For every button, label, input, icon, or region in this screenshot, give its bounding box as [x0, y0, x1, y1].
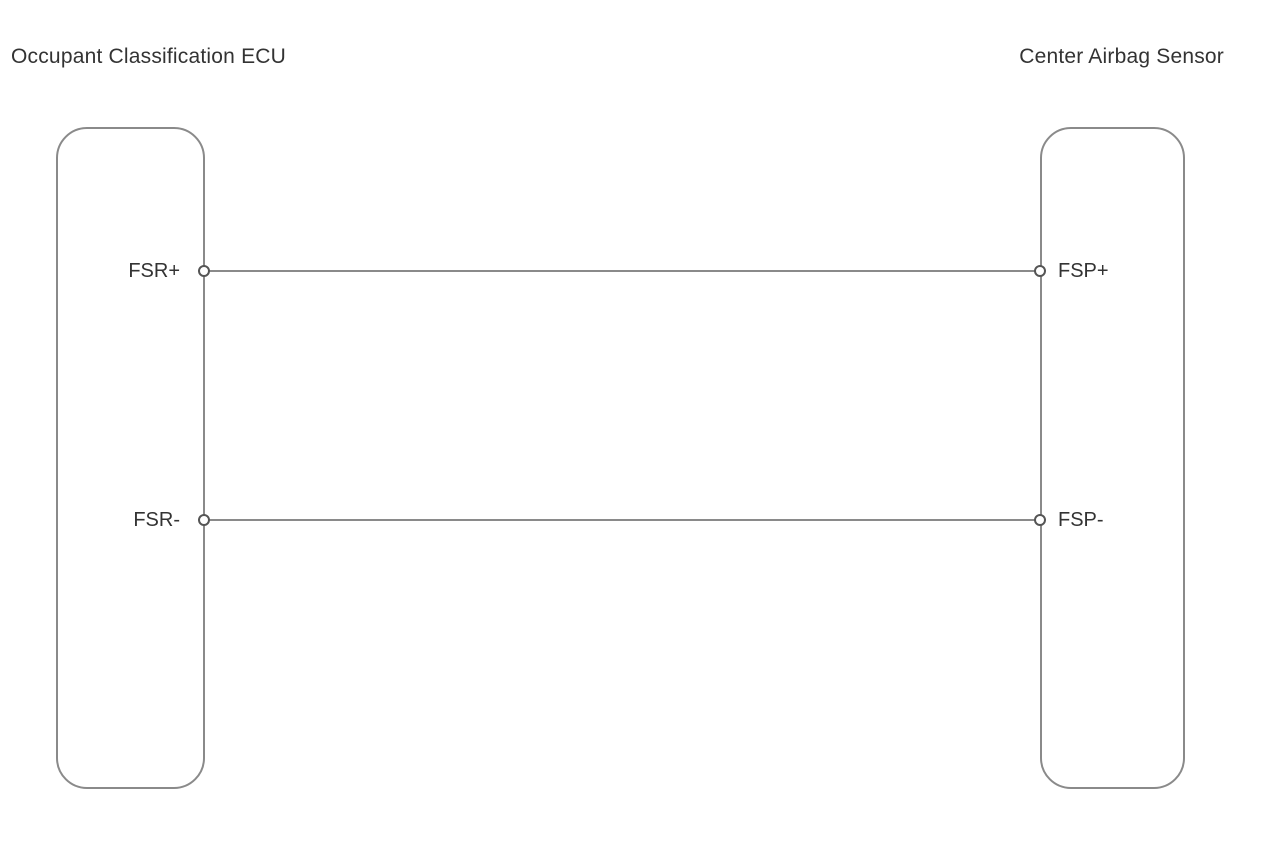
center-airbag-sensor-box — [1040, 127, 1185, 789]
terminal-fsp-plus — [1034, 265, 1046, 277]
occupant-classification-ecu-title: Occupant Classification ECU — [11, 45, 287, 68]
pin-label-fsr-minus: FSR- — [133, 509, 180, 531]
terminal-fsp-minus — [1034, 514, 1046, 526]
pin-label-fsp-minus: FSP- — [1058, 509, 1104, 531]
occupant-classification-ecu-box — [56, 127, 205, 789]
terminal-fsr-plus — [198, 265, 210, 277]
pin-label-fsr-plus: FSR+ — [128, 260, 180, 282]
center-airbag-sensor-title: Center Airbag Sensor — [1019, 45, 1224, 68]
terminal-fsr-minus — [198, 514, 210, 526]
pin-label-fsp-plus: FSP+ — [1058, 260, 1109, 282]
